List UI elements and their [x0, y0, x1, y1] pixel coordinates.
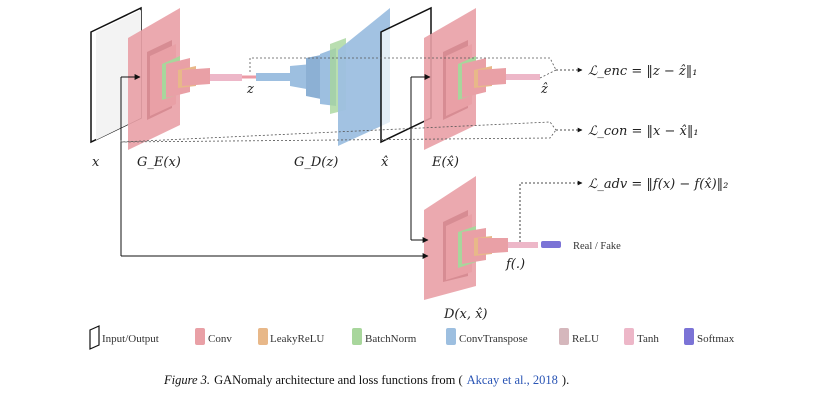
conv-icon	[195, 328, 205, 345]
leakyrelu-icon	[258, 328, 268, 345]
softmax-icon	[684, 328, 694, 345]
encoder-ge-block	[128, 8, 242, 150]
input-output-icon	[89, 325, 100, 350]
legend: Input/Output Conv LeakyReLU BatchNorm Co…	[89, 325, 735, 350]
label-real-fake: Real / Fake	[573, 241, 621, 252]
label-zhat: ẑ	[540, 82, 548, 97]
legend-convtranspose: ConvTranspose	[446, 328, 528, 345]
caption-prefix: Figure 3.	[163, 373, 210, 387]
label-e: E(x̂)	[431, 155, 459, 170]
svg-text:Tanh: Tanh	[637, 333, 659, 345]
figure-caption: Figure 3. GANomaly architecture and loss…	[163, 371, 569, 388]
label-xhat: x̂	[381, 155, 389, 170]
label-gd: G_D(z)	[294, 155, 338, 170]
xhat-frame	[380, 6, 432, 144]
label-ge: G_E(x)	[137, 155, 181, 170]
legend-relu: ReLU	[559, 328, 599, 345]
svg-text:LeakyReLU: LeakyReLU	[270, 333, 324, 345]
loss-enc: ℒ_enc = ‖z − ẑ‖₁	[588, 64, 697, 79]
discriminator-d-block	[424, 176, 561, 300]
convtranspose-icon	[446, 328, 456, 345]
legend-tanh: Tanh	[624, 328, 659, 345]
svg-text:BatchNorm: BatchNorm	[365, 333, 417, 345]
caption-suffix: ).	[562, 373, 569, 387]
svg-text:Input/Output: Input/Output	[102, 333, 159, 345]
svg-text:Softmax: Softmax	[697, 333, 735, 345]
legend-batchnorm: BatchNorm	[352, 328, 417, 345]
caption-citation-link[interactable]: Akcay et al., 2018	[467, 373, 558, 387]
tanh-icon	[624, 328, 634, 345]
caption-text: GANomaly architecture and loss functions…	[214, 373, 463, 387]
relu-icon	[559, 328, 569, 345]
legend-conv: Conv	[195, 328, 232, 345]
legend-softmax: Softmax	[684, 328, 735, 345]
encoder-e-block	[424, 8, 540, 150]
loss-con: ℒ_con = ‖x − x̂‖₁	[588, 124, 699, 139]
label-x: x	[92, 155, 100, 170]
svg-text:Conv: Conv	[208, 333, 232, 345]
loss-adv: ℒ_adv = ‖f(x) − f(x̂)‖₂	[588, 177, 728, 192]
legend-input-output: Input/Output	[89, 325, 159, 350]
legend-leakyrelu: LeakyReLU	[258, 328, 324, 345]
svg-text:ConvTranspose: ConvTranspose	[459, 333, 528, 345]
decoder-gd-block	[256, 8, 390, 146]
label-z: z	[246, 82, 254, 97]
label-f: f(.)	[505, 257, 525, 272]
label-d: D(x, x̂)	[443, 307, 488, 322]
svg-text:ReLU: ReLU	[572, 333, 599, 345]
batchnorm-icon	[352, 328, 362, 345]
